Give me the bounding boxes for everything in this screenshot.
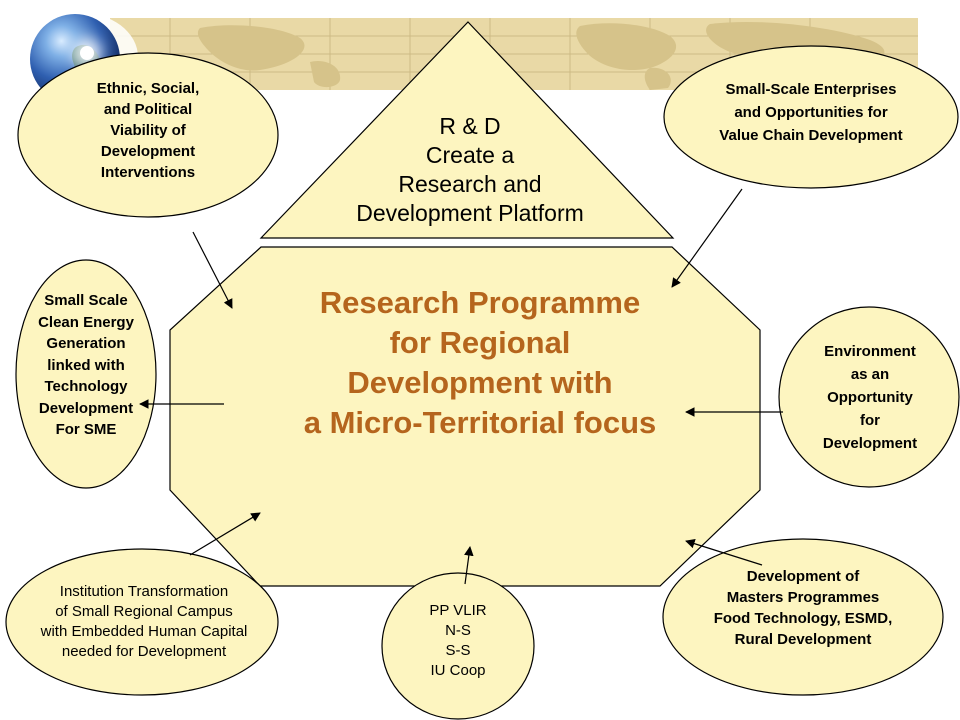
masters-text: Development of Masters Programmes Food T… [668,566,938,650]
arrow-institution [189,512,261,556]
rd-line: Development Platform [356,200,584,226]
energy-line: Generation [46,335,126,352]
vlir-text: PP VLIR N-S S-S IU Coop [388,601,528,681]
environment-line: Environment [824,343,916,360]
sme-value-chain-text: Small-Scale Enterprises and Opportunitie… [668,78,954,147]
central-octagon [169,246,761,587]
masters-line: Food Technology, ESMD, [713,610,893,627]
title-line: a Micro-Territorial focus [303,405,657,440]
institution-line: of Small Regional Campus [55,603,233,620]
masters-line: Rural Development [734,631,872,648]
institution-line: needed for Development [61,643,227,660]
title-line: Research Programme [319,285,641,320]
title-line: for Regional [389,325,571,360]
energy-line: Development [38,399,134,417]
arrow-ethnic [192,231,233,309]
ethnic-line: Development [100,143,196,160]
masters-line: Development of [746,568,860,585]
rd-line: Create a [425,142,515,168]
arrow-masters [685,539,763,566]
oval-environment [778,306,960,488]
programme-title: Research Programme for Regional Developm… [200,283,760,443]
oval-masters [662,538,944,696]
ethnic-line: Viability of [110,122,186,139]
ethnic-line: Ethnic, Social, [96,80,200,97]
ethnic-line: Interventions [100,164,196,181]
clean-energy-text: Small Scale Clean Energy Generation link… [6,290,166,441]
arrow-sme [671,188,743,288]
vlir-line: N-S [445,622,471,639]
rd-line: R & D [439,113,501,139]
vlir-line: PP VLIR [429,602,487,619]
title-line: Development with [347,365,613,400]
environment-line: for [860,412,880,429]
rd-platform-text: R & D Create a Research and Development … [300,112,640,230]
vlir-line: IU Coop [430,662,486,679]
institution-text: Institution Transformation of Small Regi… [6,582,282,662]
environment-line: Opportunity [827,389,913,406]
institution-line: with Embedded Human Capital [40,623,248,640]
energy-line: Small Scale [44,292,128,309]
vlir-line: S-S [445,642,471,659]
arrow-vlir [464,546,474,585]
oval-ethnic [17,52,279,218]
oval-sme-value-chain [663,45,959,189]
ethnic-line: and Political [103,101,193,118]
rd-triangle [259,21,675,239]
environment-line: as an [850,366,890,383]
masters-line: Masters Programmes [726,589,880,606]
sme-line: Small-Scale Enterprises [725,81,897,98]
energy-line: linked with [47,356,125,374]
ethnic-text: Ethnic, Social, and Political Viability … [48,78,248,183]
environment-line: Development [822,435,918,452]
oval-clean-energy [15,259,157,489]
rd-line: Research and [398,171,542,197]
energy-line: For SME [55,421,117,438]
energy-line: Clean Energy [38,313,134,331]
institution-line: Institution Transformation [59,583,229,600]
oval-institution [5,548,279,696]
environment-text: Environment as an Opportunity for Develo… [790,340,950,455]
sme-line: and Opportunities for [734,104,888,121]
energy-line: Technology [44,378,128,395]
sme-line: Value Chain Development [719,127,903,144]
oval-vlir [381,572,535,720]
